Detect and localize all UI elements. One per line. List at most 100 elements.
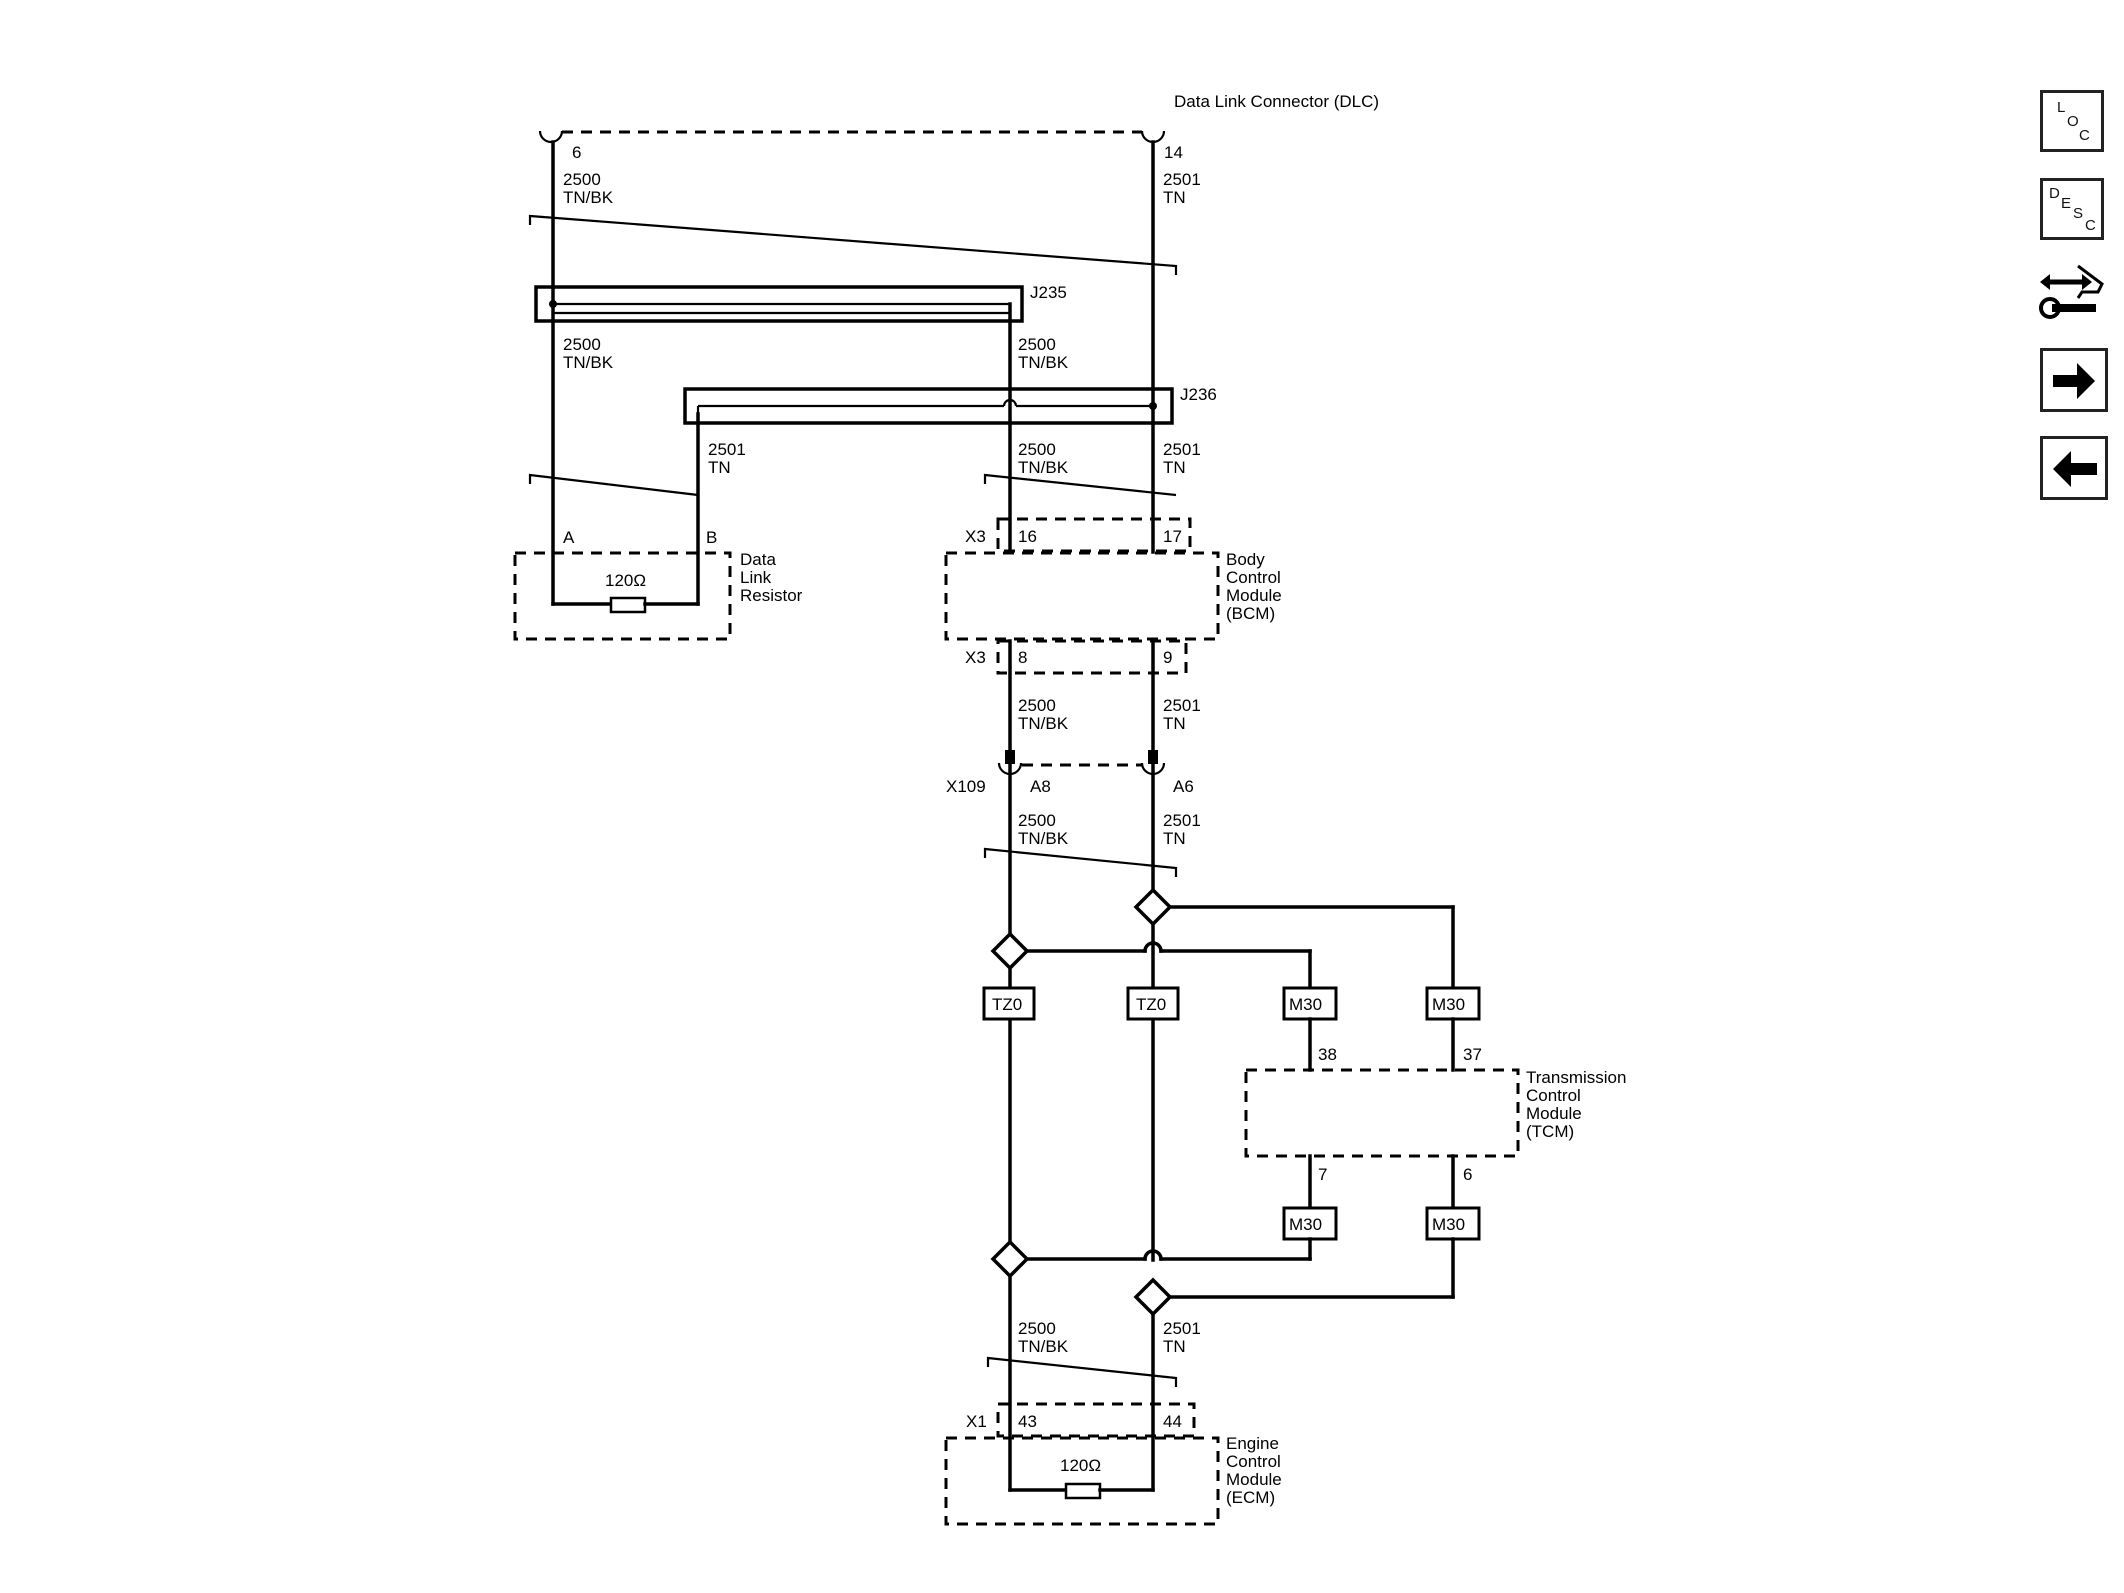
svg-text:2501: 2501 bbox=[1163, 696, 1201, 715]
svg-text:Data: Data bbox=[740, 550, 776, 569]
description-button[interactable]: D E S C bbox=[2040, 178, 2104, 240]
svg-text:2500: 2500 bbox=[1018, 335, 1056, 354]
svg-text:2501: 2501 bbox=[1163, 811, 1201, 830]
bus-lower bbox=[1008, 1274, 1155, 1492]
splice-diamond bbox=[990, 1239, 1030, 1279]
wire-label: 2501 TN bbox=[1163, 440, 1201, 477]
splice-label-j235: J235 bbox=[1030, 283, 1067, 302]
x109-pin-a6: A6 bbox=[1173, 777, 1194, 796]
option-box-tz0-right: TZ0 bbox=[1126, 986, 1180, 1021]
wire-label: 2500 TN/BK bbox=[1018, 696, 1069, 733]
engine-control-module: 120Ω X1 43 44 Engine Control Module (ECM… bbox=[944, 1402, 1282, 1526]
x109-label: X109 bbox=[946, 777, 986, 796]
svg-text:M30: M30 bbox=[1432, 1215, 1465, 1234]
svg-text:TN: TN bbox=[1163, 188, 1186, 207]
tcm-pin-7: 7 bbox=[1318, 1165, 1327, 1184]
svg-text:2501: 2501 bbox=[1163, 440, 1201, 459]
svg-text:2500: 2500 bbox=[563, 335, 601, 354]
wire-label: 2500 TN/BK bbox=[1018, 335, 1069, 372]
wire-label: 2500 TN/BK bbox=[563, 335, 614, 372]
svg-text:Link: Link bbox=[740, 568, 772, 587]
svg-text:TN/BK: TN/BK bbox=[563, 188, 614, 207]
svg-text:Control: Control bbox=[1226, 1452, 1281, 1471]
splice-diamond bbox=[990, 931, 1030, 971]
svg-text:2501: 2501 bbox=[1163, 170, 1201, 189]
resistor-pin-b: B bbox=[706, 528, 717, 547]
svg-text:TN: TN bbox=[1163, 714, 1186, 733]
svg-text:Engine: Engine bbox=[1226, 1434, 1279, 1453]
svg-text:TN/BK: TN/BK bbox=[1018, 829, 1069, 848]
location-button[interactable]: L O C bbox=[2040, 90, 2104, 152]
wire-label: 2501 TN bbox=[1163, 811, 1201, 848]
wire-label: 2500 TN/BK bbox=[1018, 440, 1069, 477]
arrow-left-icon bbox=[2053, 451, 2097, 487]
svg-text:Control: Control bbox=[1226, 568, 1281, 587]
svg-text:2500: 2500 bbox=[1018, 1319, 1056, 1338]
diagnostic-tool-icon[interactable] bbox=[2038, 262, 2108, 328]
ecm-pin-44: 44 bbox=[1163, 1412, 1182, 1431]
tcm-pin-6: 6 bbox=[1463, 1165, 1472, 1184]
splice-pack-j235: J235 bbox=[534, 283, 1067, 554]
option-box-m30: M30 bbox=[1425, 986, 1481, 1021]
data-link-resistor: 120Ω A B Data Link Resistor bbox=[513, 528, 803, 641]
tcm-pin-37: 37 bbox=[1463, 1045, 1482, 1064]
break-line bbox=[983, 847, 1178, 877]
wire-label: 2500 TN/BK bbox=[1018, 811, 1069, 848]
option-box-m30: M30 bbox=[1425, 1206, 1481, 1241]
splice-pack-j236: J236 bbox=[683, 385, 1217, 606]
bcm-pin-16: 16 bbox=[1018, 527, 1037, 546]
option-box-m30: M30 bbox=[1282, 1206, 1338, 1241]
bcm-conn-bottom: X3 bbox=[965, 648, 986, 667]
svg-text:M30: M30 bbox=[1432, 995, 1465, 1014]
svg-text:TN/BK: TN/BK bbox=[1018, 458, 1069, 477]
dlc-pin-6: 6 bbox=[572, 143, 581, 162]
break-line bbox=[983, 473, 1177, 497]
inline-connector-x109: X109 A8 A6 bbox=[946, 750, 1194, 796]
x109-pin-a8: A8 bbox=[1030, 777, 1051, 796]
svg-text:TN/BK: TN/BK bbox=[1018, 353, 1069, 372]
splice-label-j236: J236 bbox=[1180, 385, 1217, 404]
svg-text:TN: TN bbox=[1163, 829, 1186, 848]
bus-branches-lower bbox=[990, 1237, 1455, 1317]
tcm-pin-38: 38 bbox=[1318, 1045, 1337, 1064]
svg-text:2500: 2500 bbox=[1018, 696, 1056, 715]
svg-text:2500: 2500 bbox=[1018, 440, 1056, 459]
previous-page-button[interactable] bbox=[2040, 436, 2108, 500]
svg-text:M30: M30 bbox=[1289, 1215, 1322, 1234]
option-box-m30: M30 bbox=[1282, 986, 1338, 1021]
ecm-resistor-value: 120Ω bbox=[1060, 1456, 1101, 1475]
svg-text:Module: Module bbox=[1226, 586, 1282, 605]
bcm-pin-8: 8 bbox=[1018, 648, 1027, 667]
next-page-button[interactable] bbox=[2040, 348, 2108, 412]
body-control-module: X3 16 17 X3 8 9 Body Control Module (BCM… bbox=[944, 517, 1282, 1262]
svg-text:TN: TN bbox=[1163, 1337, 1186, 1356]
svg-text:M30: M30 bbox=[1289, 995, 1322, 1014]
wire-label: 2500 TN/BK bbox=[563, 170, 614, 207]
svg-text:(TCM): (TCM) bbox=[1526, 1122, 1574, 1141]
svg-text:Transmission: Transmission bbox=[1526, 1068, 1626, 1087]
svg-text:2501: 2501 bbox=[708, 440, 746, 459]
svg-text:2500: 2500 bbox=[1018, 811, 1056, 830]
option-box-tz0-left: TZ0 bbox=[982, 986, 1036, 1021]
bcm-pin-9: 9 bbox=[1163, 648, 1172, 667]
svg-text:Module: Module bbox=[1226, 1470, 1282, 1489]
transmission-control-module: 38 37 7 6 Transmission Control Module (T… bbox=[1244, 1017, 1626, 1210]
break-line bbox=[528, 473, 699, 497]
bcm-conn-top: X3 bbox=[965, 527, 986, 546]
resistor-pin-a: A bbox=[563, 528, 575, 547]
break-line bbox=[986, 1356, 1178, 1387]
wire-label: 2501 TN bbox=[1163, 1319, 1201, 1356]
svg-text:TN: TN bbox=[1163, 458, 1186, 477]
bus-branches-upper bbox=[990, 887, 1455, 990]
svg-text:Resistor: Resistor bbox=[740, 586, 803, 605]
arrow-right-icon bbox=[2053, 363, 2095, 399]
wire-label: 2501 TN bbox=[1163, 170, 1201, 207]
svg-text:TZ0: TZ0 bbox=[1136, 995, 1166, 1014]
wire-label: 2501 TN bbox=[1163, 696, 1201, 733]
ecm-pin-43: 43 bbox=[1018, 1412, 1037, 1431]
svg-text:TN/BK: TN/BK bbox=[563, 353, 614, 372]
svg-text:2501: 2501 bbox=[1163, 1319, 1201, 1338]
svg-text:TZ0: TZ0 bbox=[992, 995, 1022, 1014]
svg-text:TN: TN bbox=[708, 458, 731, 477]
